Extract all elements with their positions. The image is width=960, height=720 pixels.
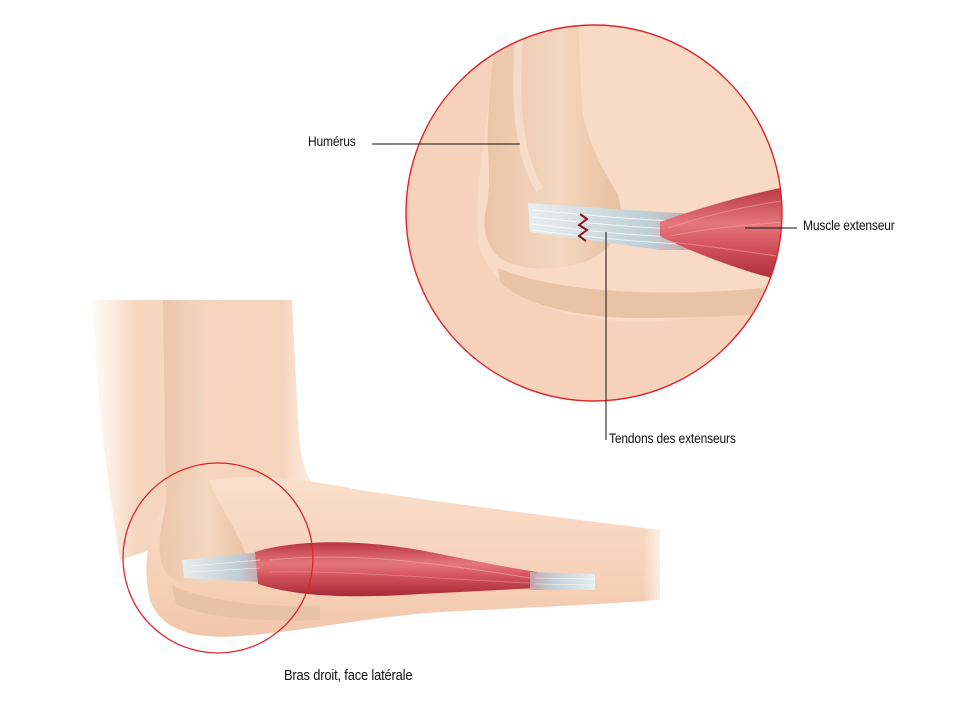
zoom-circle <box>405 24 783 402</box>
extensor-tendon-zoom <box>528 203 700 250</box>
full-arm-illustration <box>92 300 670 654</box>
zoom-view <box>405 24 783 402</box>
tendon-small <box>182 552 262 582</box>
tendon-distal-small <box>530 572 595 590</box>
extensor-muscle-label: Muscle extenseur <box>803 217 895 233</box>
humerus-label: Humérus <box>308 133 356 149</box>
tendon-rupture-mark <box>577 213 589 242</box>
small-highlight-circle <box>122 462 314 654</box>
extensor-muscle-zoom <box>660 186 782 282</box>
ulna-bone-zoom <box>498 268 782 318</box>
extensor-muscle-small <box>255 542 538 597</box>
ulna-bone-small <box>172 585 320 621</box>
extensor-tendons-label: Tendons des extenseurs <box>609 430 736 446</box>
figure-caption: Bras droit, face latérale <box>284 667 413 684</box>
leader-lines <box>372 143 797 440</box>
humerus-bone-small <box>159 300 246 584</box>
